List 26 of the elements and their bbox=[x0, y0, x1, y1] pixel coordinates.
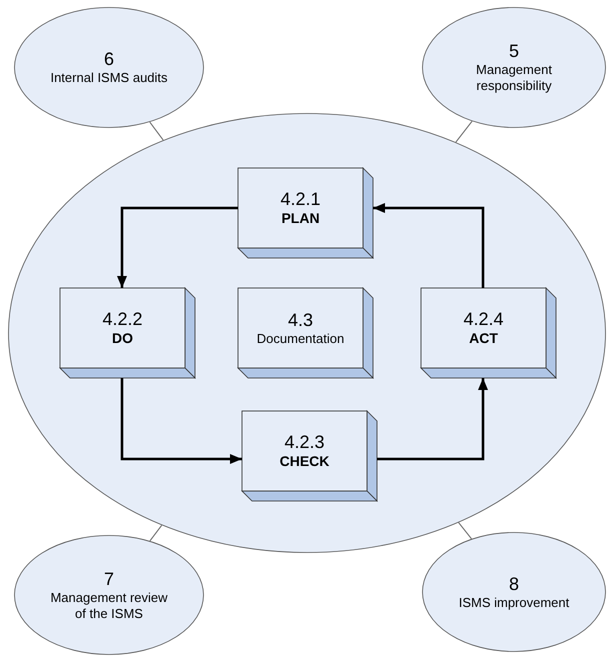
section-number: 8 bbox=[508, 574, 519, 594]
arrow bbox=[120, 378, 242, 464]
section-title: ISMS improvement bbox=[458, 594, 570, 610]
section-number: 5 bbox=[508, 41, 519, 62]
section-number: 6 bbox=[104, 49, 114, 70]
section-number: 4.2.3 bbox=[284, 432, 325, 453]
connector-line bbox=[458, 522, 472, 540]
arrow bbox=[117, 206, 238, 288]
section-title: Management review of the ISMS bbox=[49, 590, 169, 622]
section-title: DO bbox=[112, 330, 133, 347]
section-title: Internal ISMS audits bbox=[50, 70, 168, 86]
arrow bbox=[377, 378, 488, 460]
connector-line bbox=[149, 122, 164, 141]
section-number: 4.2.4 bbox=[463, 309, 504, 330]
section-number: 4.3 bbox=[288, 310, 314, 330]
connector-line bbox=[455, 120, 472, 143]
section-number: 4.2.1 bbox=[280, 189, 321, 210]
arrow bbox=[373, 203, 484, 288]
section-title: PLAN bbox=[281, 210, 320, 227]
section-title: Documentation bbox=[256, 330, 344, 346]
section-number: 4.2.2 bbox=[102, 309, 143, 330]
section-title: CHECK bbox=[280, 453, 330, 470]
section-title: ACT bbox=[469, 330, 498, 347]
section-title: Management responsibility bbox=[475, 62, 553, 94]
connector-line bbox=[149, 524, 162, 542]
section-number: 7 bbox=[104, 568, 114, 590]
